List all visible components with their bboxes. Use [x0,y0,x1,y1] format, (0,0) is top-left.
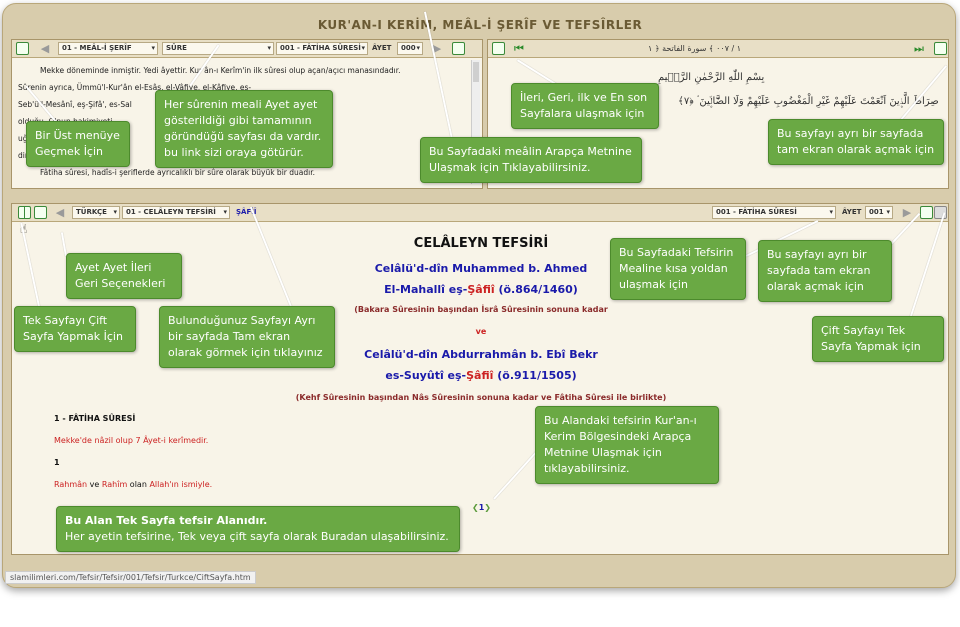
fullscreen-page-icon[interactable] [452,42,465,55]
author1-note: (Bakara Sûresinin başından İsrâ Sûresini… [354,305,608,314]
arabic-basmala: بِسْمِ اللّٰهِ الرَّحْمٰنِ الرَّح۪يمِ [658,72,765,83]
author2-note: (Kehf Sûresinin başından Nâs Sûresinin s… [295,393,667,402]
fullscreen-page-icon[interactable] [934,42,947,55]
author2-date: (ö.911/1505) [493,369,577,382]
first-page-icon[interactable]: ⏮ [514,42,524,55]
author1-date: (ö.864/1460) [494,283,578,296]
sure-select[interactable]: 001 - FÂTİHA SÛRESİ [276,42,368,55]
shafii-highlight: Şâfiî [466,369,494,382]
callout-tek-cift: Tek Sayfayı Çift Sayfa Yapmak İçin [14,306,136,352]
lang-select[interactable]: TÜRKÇE [72,206,120,219]
meal-toolbar: ◀ 01 - MEÂL-İ ŞERÎF SÛRE 001 - FÂTİHA SÛ… [12,40,482,58]
ayet-number: 1 [54,458,60,467]
sure-title: 1 - FÂTİHA SÛRESİ [54,414,136,423]
callout-ileri-geri: İleri, Geri, ilk ve En son Sayfalara ula… [511,83,659,129]
olan-word: olan [127,480,150,489]
ayet-label: ÂYET [842,208,862,216]
page-number-link[interactable]: ❮1❯ [472,503,491,512]
page-icon[interactable] [16,42,29,55]
callout-tek-sayfa-title: Bu Alan Tek Sayfa tefsir Alanıdır. [65,514,268,527]
callout-tek-sayfa: Bu Alan Tek Sayfa tefsir Alanıdır. Her a… [56,506,460,552]
author1-line2: El-Mahallî eş-Şâfiî (ö.864/1460) [12,283,950,296]
prev-arrow-icon[interactable]: ◀ [55,206,65,219]
arabic-verse[interactable]: صِرَاطَ الَّذ۪ينَ اَنْعَمْتَ عَلَيْهِمْ … [678,96,939,107]
meal-line: Fâtiha sûresi, hadîs-i şeriflerde ayrıca… [40,168,315,177]
meal-line: Sûrenin ayrıca, Ümmü'l-Kur'ân el-Esâs, e… [18,83,252,92]
tefsir-toolbar: ◀ TÜRKÇE 01 - CELÂLEYN TEFSİRİ ŞÂFİÎ 001… [12,204,948,222]
ve-text: ve [475,327,487,336]
allah-phrase: Allah'ın ismiyle. [149,480,213,489]
page-indicator[interactable]: ١ / ٠٠٧ ﴾ سورة الفاتحة ﴿ ١ [648,44,742,53]
arabic-toolbar: ⏮ ١ / ٠٠٧ ﴾ سورة الفاتحة ﴿ ١ ⏭ [488,40,948,58]
ayet-select[interactable]: 000 [397,42,423,55]
next-arrow-icon[interactable]: ▶ [902,206,912,219]
callout-cift-tek: Çift Sayfayı Tek Sayfa Yapmak için [812,316,944,362]
rahman-word: Rahmân [54,480,88,489]
author1-line1: Celâlü'd-dîn Muhammed b. Ahmed [374,262,588,275]
double-page-icon[interactable] [18,206,31,219]
author2-name: es-Suyûtî eş- [385,369,467,382]
page-icon[interactable] [492,42,505,55]
meal-line: dir. [18,151,30,160]
shafii-highlight: Şâfiî [467,283,495,296]
window-title: KUR'AN-I KERİM, MEÂL-İ ŞERÎF VE TEFSÎRLE… [317,18,643,32]
tefsir-heading: CELÂLEYN TEFSİRİ [413,236,549,251]
sure-info: Mekke'de nâzil olup 7 Âyet-i kerîmedir. [54,436,209,445]
callout-bulundugunuz: Bulunduğunuz Sayfayı Ayrı bir sayfada Ta… [159,306,335,368]
ayet-select[interactable]: 001 [865,206,893,219]
author2-line1: Celâlü'd-dîn Abdurrahmân b. Ebî Bekr [364,348,598,361]
meal-select[interactable]: 01 - MEÂL-İ ŞERÎF [58,42,158,55]
ve-word: ve [87,480,102,489]
tefsir-select[interactable]: 01 - CELÂLEYN TEFSİRİ [122,206,230,219]
meal-line: Mekke döneminde inmiştir. Yedi âyettir. … [40,66,401,75]
ayet-tefsir: Rahmân ve Rahîm olan Allah'ın ismiyle. [54,480,212,489]
author-link[interactable]: ŞÂFİÎ [236,208,257,216]
left-ornament-icon: ❮ [472,503,479,512]
prev-arrow-icon[interactable]: ◀ [40,42,50,55]
callout-tefsirin-mealine: Bu Sayfadaki Tefsirin Mealine kısa yolda… [610,238,746,300]
callout-tam-ekran-top: Bu sayfayı ayrı bir sayfada tam ekran ol… [768,119,944,165]
callout-arapca-metin: Bu Sayfadaki meâlin Arapça Metnine Ulaşm… [420,137,642,183]
author2-line2: es-Suyûtî eş-Şâfiî (ö.911/1505) [12,369,950,382]
callout-tek-sayfa-body: Her ayetin tefsirine, Tek veya çift sayf… [65,530,449,543]
fullscreen-page-icon[interactable] [920,206,933,219]
callout-tam-ekran-bottom: Bu sayfayı ayrı bir sayfada tam ekran ol… [758,240,892,302]
author1-name: El-Mahallî eş- [384,283,468,296]
right-ornament-icon: ❯ [484,503,491,512]
status-url: slamilimleri.com/Tefsir/Tefsir/001/Tefsi… [5,571,256,584]
page-number[interactable]: 1 [478,503,485,512]
callout-kuran-bolge: Bu Alandaki tefsirin Kur'an-ı Kerim Bölg… [535,406,719,484]
rahim-word: Rahîm [101,480,128,489]
page-icon[interactable] [34,206,47,219]
callout-ayet-ayet: Ayet Ayet İleri Geri Seçenekleri [66,253,182,299]
sure-search-input[interactable]: SÛRE [162,42,274,55]
sure-select[interactable]: 001 - FÂTİHA SÛRESİ [712,206,836,219]
callout-meali-ayet: Her sûrenin meali Ayet ayet gösterildiği… [155,90,333,168]
next-arrow-icon[interactable]: ▶ [432,42,442,55]
callout-ust-menu: Bir Üst menüye Geçmek İçin [26,121,130,167]
meal-scrollbar[interactable] [471,60,480,184]
last-page-icon[interactable]: ⏭ [914,42,924,55]
meal-line: Seb'ü'l-Mesânî, eş-Şifâ', es-Sal [18,100,132,109]
ayet-label: ÂYET [372,44,392,52]
